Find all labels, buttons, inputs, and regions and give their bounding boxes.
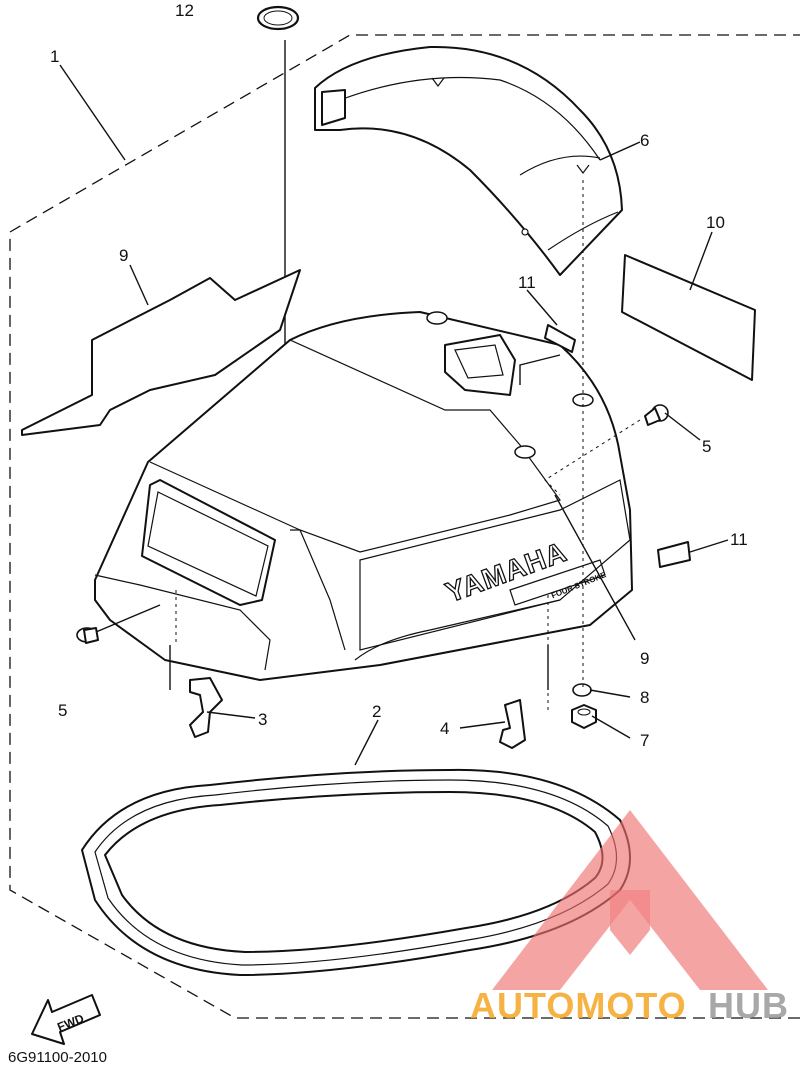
screw-right: [644, 404, 669, 426]
callout-12: 12: [175, 1, 194, 20]
callout-5-left: 5: [58, 701, 67, 720]
bracket-3: [189, 677, 223, 738]
callout-9-lower: 9: [640, 649, 649, 668]
callout-9-upper: 9: [119, 246, 128, 265]
bracket-4: [499, 699, 526, 749]
callout-4: 4: [440, 719, 449, 738]
seal-ring: [81, 768, 631, 976]
callout-7: 7: [640, 731, 649, 750]
small-pad-lower: [657, 541, 691, 568]
watermark-text-gray: HUB: [708, 985, 789, 1026]
leader-lines: [59, 64, 713, 766]
carry-handle: [314, 45, 623, 276]
nut-7: [571, 704, 597, 729]
callout-3: 3: [258, 710, 267, 729]
callout-11-upper: 11: [518, 273, 536, 292]
screw-left: [76, 627, 99, 644]
fwd-arrow-icon: FWD: [31, 994, 101, 1045]
small-pad-upper: [544, 324, 576, 353]
top-cowling: YAMAHA FOUR STROKE: [94, 311, 633, 681]
callout-8: 8: [640, 688, 649, 707]
gasket-ring: [256, 5, 300, 31]
callout-5-right: 5: [702, 437, 711, 456]
watermark-text-orange: AUTOMOTO: [470, 985, 687, 1026]
diagram-code: 6G91100-2010: [8, 1049, 107, 1066]
watermark-logo: AUTOMOTO HUB: [470, 810, 789, 1026]
assembly-boundary: [9, 34, 800, 1019]
callout-labels: 12 1 6 10 9 11 5 11 9 5 3 2 4 8 7: [50, 1, 748, 750]
decal-plate: [621, 254, 756, 381]
washer-8: [572, 683, 592, 697]
side-stripe-left: [21, 269, 301, 436]
callout-10: 10: [706, 213, 725, 232]
callout-6: 6: [640, 131, 649, 150]
callout-2: 2: [372, 702, 381, 721]
callout-1: 1: [50, 47, 59, 66]
callout-11-lower: 11: [730, 530, 748, 549]
